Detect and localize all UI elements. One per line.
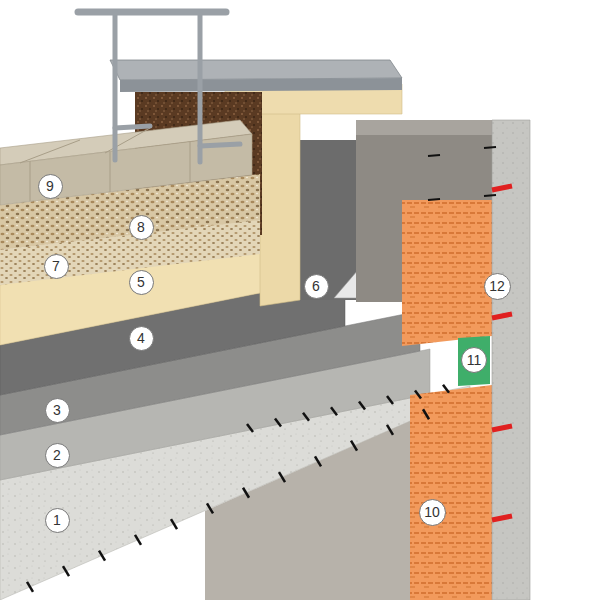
tick-mark bbox=[135, 535, 141, 545]
tick-mark bbox=[303, 413, 309, 421]
callout-label: 3 bbox=[53, 403, 61, 417]
tick-mark bbox=[27, 582, 33, 592]
callout-label: 6 bbox=[312, 279, 320, 293]
tick-mark bbox=[387, 425, 393, 435]
tick-mark bbox=[331, 407, 337, 415]
tick-mark bbox=[279, 472, 285, 482]
callout-number: 9 bbox=[38, 174, 63, 199]
callout-label: 9 bbox=[46, 179, 54, 193]
callout-label: 4 bbox=[137, 331, 145, 345]
tick-mark bbox=[351, 441, 357, 451]
tick-mark bbox=[443, 385, 449, 393]
tick-mark bbox=[207, 503, 213, 513]
tick-mark bbox=[99, 551, 105, 561]
callout-number: 11 bbox=[461, 347, 487, 373]
callout-label: 5 bbox=[137, 275, 145, 289]
callout-number: 5 bbox=[129, 270, 154, 295]
tick-mark bbox=[63, 566, 69, 576]
callout-label: 8 bbox=[137, 220, 145, 234]
callout-number: 1 bbox=[45, 508, 70, 533]
callout-label: 1 bbox=[53, 513, 61, 527]
tick-mark bbox=[247, 424, 253, 432]
callout-number: 8 bbox=[129, 215, 154, 240]
tick-mark bbox=[359, 402, 365, 410]
callout-number: 12 bbox=[484, 273, 511, 300]
callout-label: 11 bbox=[467, 353, 482, 367]
tick-mark bbox=[171, 519, 177, 529]
callout-number: 4 bbox=[129, 326, 154, 351]
callout-number: 6 bbox=[304, 274, 329, 299]
tick-mark bbox=[275, 418, 281, 426]
callout-number: 10 bbox=[419, 499, 446, 526]
tick-mark bbox=[315, 456, 321, 466]
tick-mark bbox=[387, 396, 393, 404]
callout-number: 2 bbox=[45, 443, 70, 468]
tick-mark bbox=[423, 409, 429, 419]
callout-label: 12 bbox=[489, 279, 505, 293]
callout-number: 3 bbox=[45, 398, 70, 423]
callout-label: 10 bbox=[424, 505, 440, 519]
callout-number: 7 bbox=[44, 254, 69, 279]
callout-label: 7 bbox=[52, 259, 60, 273]
tick-mark bbox=[243, 488, 249, 498]
callout-label: 2 bbox=[53, 448, 61, 462]
tick-mark bbox=[415, 390, 421, 398]
